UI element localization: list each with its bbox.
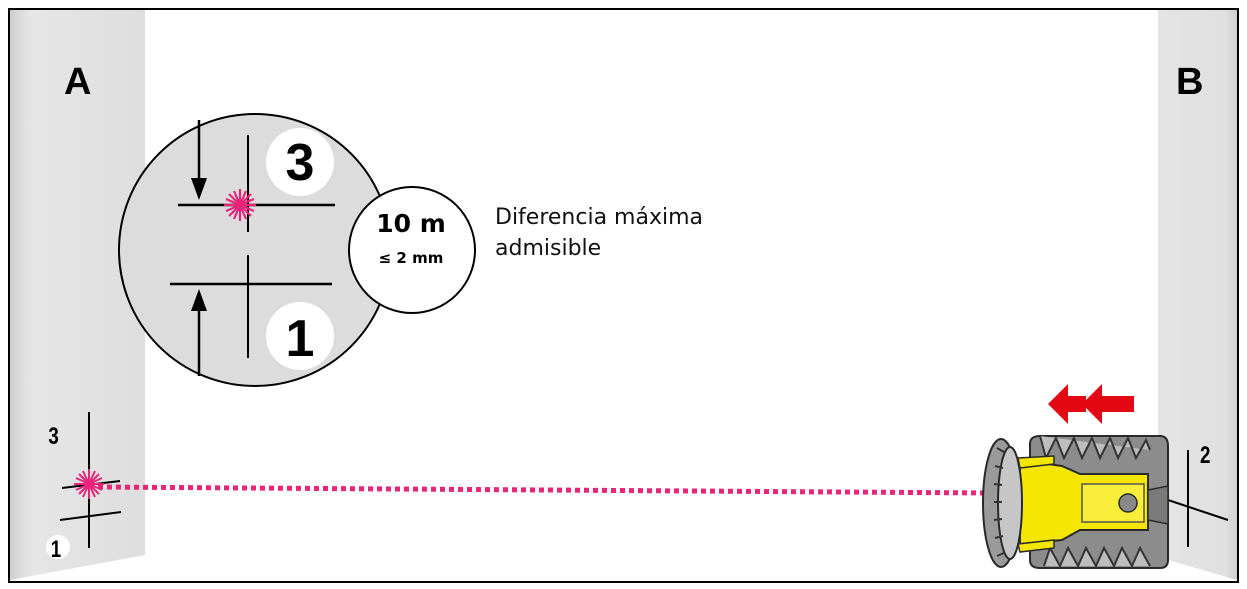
wall-label-b: B: [1176, 61, 1203, 103]
caption: Diferencia máxima admisible: [495, 202, 703, 264]
laser-level-device-icon: [982, 435, 1169, 569]
wall-b: [1158, 10, 1237, 580]
wall-label-a: A: [64, 61, 91, 103]
border: [8, 8, 1239, 583]
detail-magnifier: 3 1: [118, 113, 392, 387]
laser-starburst-icon: [74, 469, 104, 499]
wall-b-mark-label: 2: [1200, 442, 1210, 469]
wall-a-mark-lower: 1: [51, 536, 61, 563]
tolerance-badge: 10 m ≤ 2 mm: [348, 186, 476, 314]
caption-line-1: Diferencia máxima: [495, 205, 704, 230]
tolerance-label: ≤ 2 mm: [379, 249, 444, 267]
laser-starburst-icon: [224, 189, 256, 221]
laser-beam: [97, 484, 991, 496]
caption-line-2: admisible: [495, 236, 602, 261]
arrow-up-icon: [191, 289, 207, 311]
double-arrow-left-icon: [1048, 384, 1134, 424]
wall-a: [10, 10, 145, 580]
detail-mark-lower: 1: [286, 310, 315, 368]
distance-label: 10 m: [376, 209, 446, 238]
arrow-down-icon: [191, 178, 207, 200]
detail-mark-upper: 3: [286, 134, 315, 192]
wall-a-mark-upper: 3: [48, 423, 58, 450]
